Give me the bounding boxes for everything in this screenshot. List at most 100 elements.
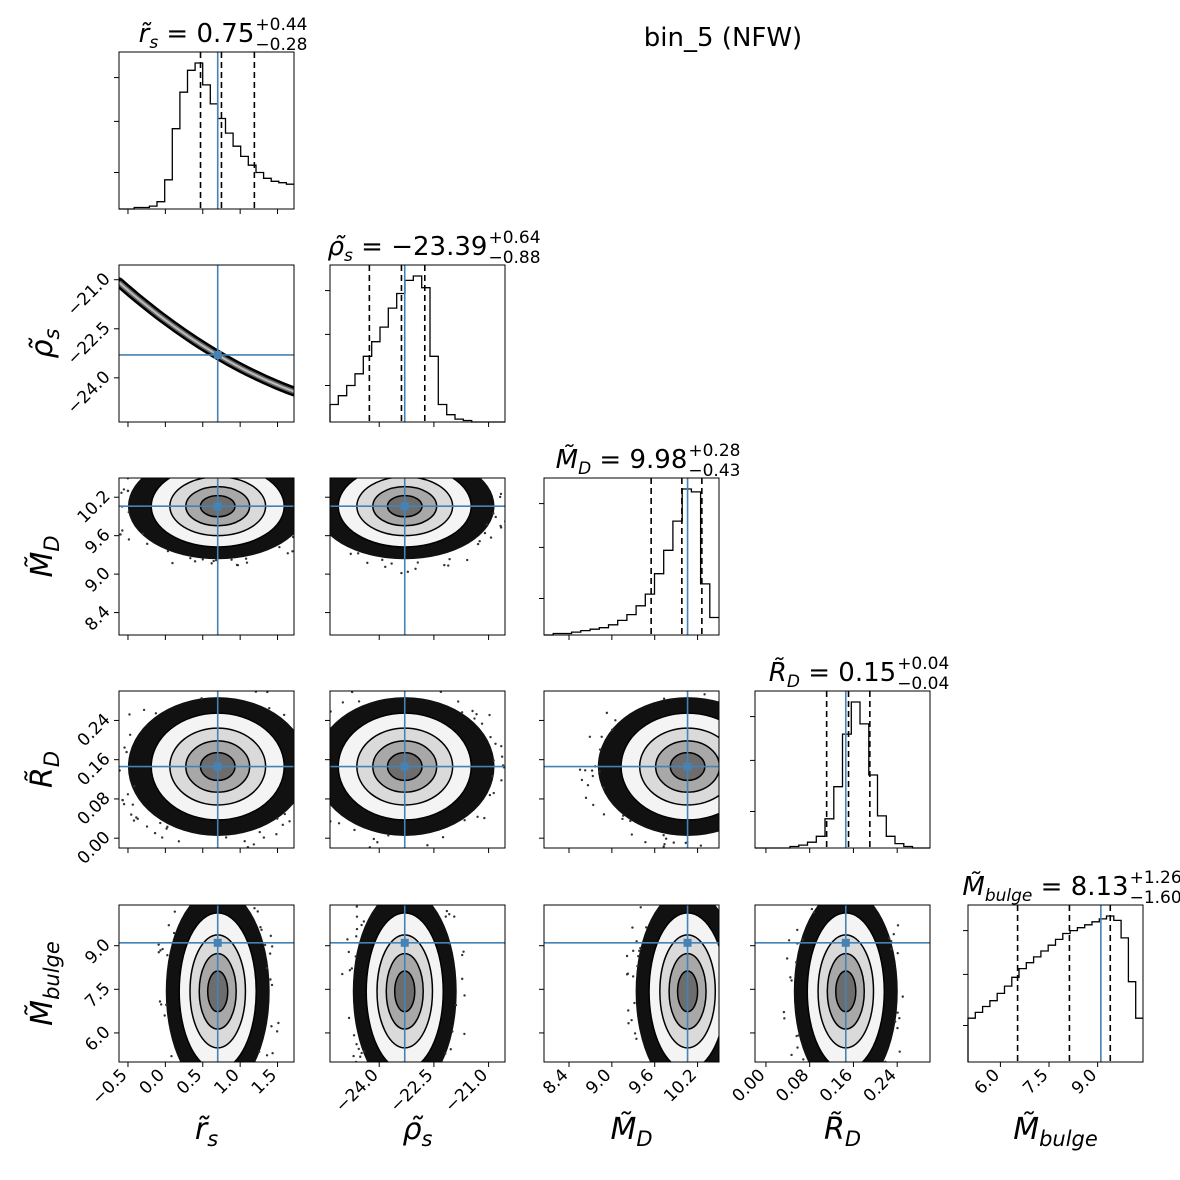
sample-point — [815, 1086, 817, 1088]
sample-point — [381, 558, 384, 562]
sample-point — [127, 538, 131, 541]
sample-point — [359, 1055, 362, 1058]
sample-point — [492, 512, 495, 515]
sample-point — [355, 915, 359, 918]
sample-point — [729, 841, 731, 843]
sample-point — [347, 950, 351, 954]
sample-point — [483, 471, 485, 473]
scatter-panel-Mbulge-vs-MD — [539, 866, 737, 1067]
sample-point — [192, 452, 194, 454]
sample-point — [159, 821, 162, 825]
sample-point — [631, 926, 634, 929]
sample-point — [436, 449, 438, 451]
sample-point — [269, 934, 273, 938]
sample-point — [598, 748, 602, 751]
sample-point — [638, 949, 641, 953]
sample-point — [195, 879, 197, 881]
sample-point — [499, 492, 503, 496]
sample-point — [314, 473, 316, 475]
sample-point — [498, 495, 502, 499]
sample-point — [346, 938, 349, 941]
sample-point — [386, 852, 388, 854]
sample-point — [158, 1000, 162, 1003]
sample-point — [310, 479, 312, 481]
sample-point — [735, 1056, 737, 1058]
sample-point — [283, 812, 286, 816]
sample-point — [629, 819, 632, 823]
sample-point — [400, 571, 403, 575]
sample-point — [727, 910, 729, 912]
sample-point — [312, 536, 314, 538]
sample-point — [428, 1091, 430, 1093]
sample-point — [220, 1101, 222, 1103]
sample-point — [304, 797, 306, 799]
sample-point — [732, 829, 734, 831]
sample-point — [443, 563, 446, 567]
sample-point — [314, 792, 316, 794]
sample-point — [733, 947, 735, 949]
sample-point — [315, 784, 317, 786]
x-tick-label: 0.16 — [816, 1065, 857, 1106]
sample-point — [856, 883, 858, 885]
sample-point — [409, 882, 411, 884]
sample-point — [352, 1034, 356, 1037]
sample-point — [126, 489, 130, 493]
sample-point — [463, 819, 466, 822]
sample-point — [814, 1096, 816, 1098]
y-tick-label: 9.0 — [81, 935, 114, 968]
sample-point — [309, 484, 311, 486]
sample-point — [359, 454, 361, 456]
sample-point — [580, 778, 584, 782]
sample-point — [810, 907, 814, 911]
sample-point — [327, 477, 329, 479]
sample-point — [804, 1065, 806, 1067]
sample-point — [189, 556, 192, 560]
sample-point — [354, 955, 357, 958]
x-tick-label: 8.4 — [539, 1065, 572, 1098]
sample-point — [460, 711, 464, 714]
param-title-plus: +0.28 — [688, 441, 740, 461]
sample-point — [350, 691, 354, 694]
sample-point — [276, 817, 279, 820]
sample-point — [426, 891, 428, 893]
scatter-panel-Mbulge-vs-rhos — [325, 882, 506, 1093]
histogram-Mbulge — [963, 904, 1144, 1067]
param-title-rs: r̃s = 0.75 — [139, 19, 255, 53]
sample-point — [489, 536, 493, 539]
sample-point — [113, 512, 115, 514]
sample-point — [639, 906, 642, 909]
sample-point — [155, 454, 157, 456]
sample-point — [901, 995, 904, 998]
sample-point — [644, 840, 647, 844]
sample-point — [167, 924, 171, 927]
sample-point — [258, 830, 261, 834]
panel-frame — [543, 477, 720, 636]
sample-point — [357, 700, 361, 703]
x-axis-label-MD: M̃D — [610, 1112, 652, 1151]
sample-point — [627, 1022, 630, 1025]
sample-point — [625, 954, 629, 958]
sample-point — [296, 528, 298, 530]
sample-point — [833, 1106, 835, 1108]
y-tick-label: 0.24 — [74, 710, 115, 751]
panel-frame — [329, 477, 506, 636]
sample-point — [786, 777, 788, 779]
sample-point — [220, 866, 222, 868]
sample-point — [218, 1114, 220, 1116]
sample-point — [669, 871, 671, 873]
sample-point — [411, 687, 413, 689]
sample-point — [602, 813, 606, 816]
sample-point — [801, 938, 804, 941]
sample-point — [448, 557, 451, 561]
sample-point — [315, 488, 317, 490]
sample-point — [137, 469, 139, 471]
sample-point — [254, 896, 256, 898]
sample-point — [772, 802, 774, 804]
sample-point — [268, 952, 272, 955]
sample-point — [675, 678, 677, 680]
sample-point — [590, 769, 594, 772]
x-tick-label: 6.0 — [971, 1065, 1004, 1098]
sample-point — [790, 1053, 793, 1057]
sample-point — [845, 869, 847, 871]
sample-point — [699, 866, 701, 868]
